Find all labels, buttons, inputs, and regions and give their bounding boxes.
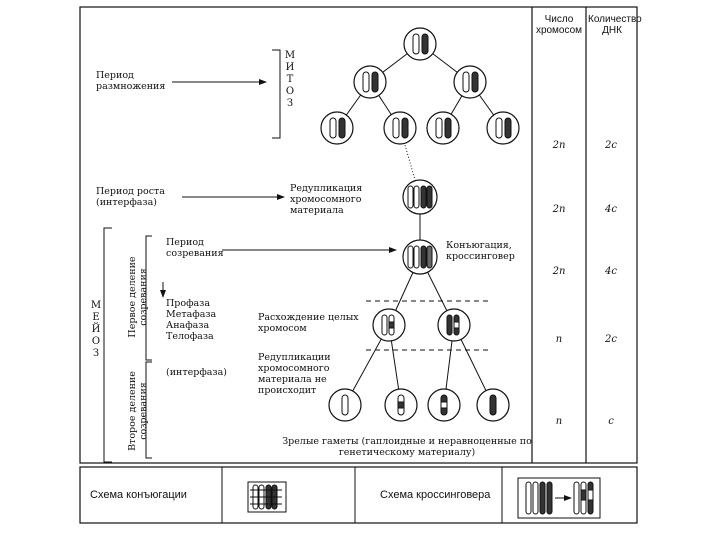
label-reproduction-period: Период размножения	[96, 70, 166, 92]
cell-mitosis-4	[383, 111, 417, 145]
label-conjugation: Конъюгация, кроссинговер	[446, 240, 515, 262]
label-gametes: Зрелые гаметы (гаплоидные и неравноценны…	[282, 436, 532, 458]
label-telophase: Телофаза	[166, 331, 214, 342]
label-first-division: Первое деление созревания	[127, 256, 149, 338]
header-chromosomes: Число хромосом	[535, 14, 583, 36]
row3-chromosomes: 2n	[552, 266, 566, 277]
label-conjugation-scheme: Схема конъюгации	[90, 489, 187, 501]
row5-chromosomes: n	[555, 416, 563, 427]
crossing-over-scheme-figure	[517, 477, 601, 519]
row1-dna: 2c	[605, 140, 617, 151]
tree-lines	[336, 43, 504, 406]
label-metaphase: Метафаза	[166, 309, 217, 320]
row2-chromosomes: 2n	[552, 204, 566, 215]
footer-frame	[79, 466, 638, 524]
row4-chromosomes: n	[555, 334, 563, 345]
label-growth-period: Период роста (интерфаза)	[96, 186, 165, 208]
second-division-bracket	[145, 361, 152, 459]
cell-primary	[403, 27, 437, 61]
label-mitosis: МИТОЗ	[284, 50, 296, 109]
row1-chromosomes: 2n	[552, 140, 566, 151]
label-crossing-over-scheme: Схема кроссинговера	[380, 489, 491, 501]
label-interphase: (интерфаза)	[166, 367, 227, 378]
cell-mitosis-2	[453, 65, 487, 99]
label-replication: Редупликация хромосомного материала	[290, 183, 363, 216]
chromosomes	[329, 33, 512, 416]
label-prophase: Профаза	[166, 298, 211, 309]
label-no-replication: Редупликации хромосомного материала не п…	[258, 352, 331, 396]
row2-dna: 4c	[605, 204, 617, 215]
cell-mitosis-3	[320, 111, 354, 145]
meiosis-bracket	[103, 227, 112, 463]
cell-mitosis-1	[353, 65, 387, 99]
first-division-bracket	[145, 235, 152, 361]
header-dna: Количество ДНК	[588, 14, 642, 36]
mitosis-bracket	[272, 49, 281, 139]
label-maturation-period: Период созревания	[166, 237, 224, 259]
cell-mitosis-6	[486, 111, 520, 145]
label-second-division: Второе деление созревания	[127, 371, 149, 451]
cell-mitosis-5	[426, 111, 460, 145]
label-meiosis: МЕЙОЗ	[90, 300, 102, 359]
row5-dna: c	[608, 416, 614, 427]
conjugation-scheme-figure	[247, 481, 287, 513]
row4-dna: 2c	[605, 334, 617, 345]
label-divergence: Расхождение целых хромосом	[258, 312, 359, 334]
row3-dna: 4c	[605, 266, 617, 277]
label-anaphase: Анафаза	[166, 320, 210, 331]
main-frame	[79, 6, 638, 464]
